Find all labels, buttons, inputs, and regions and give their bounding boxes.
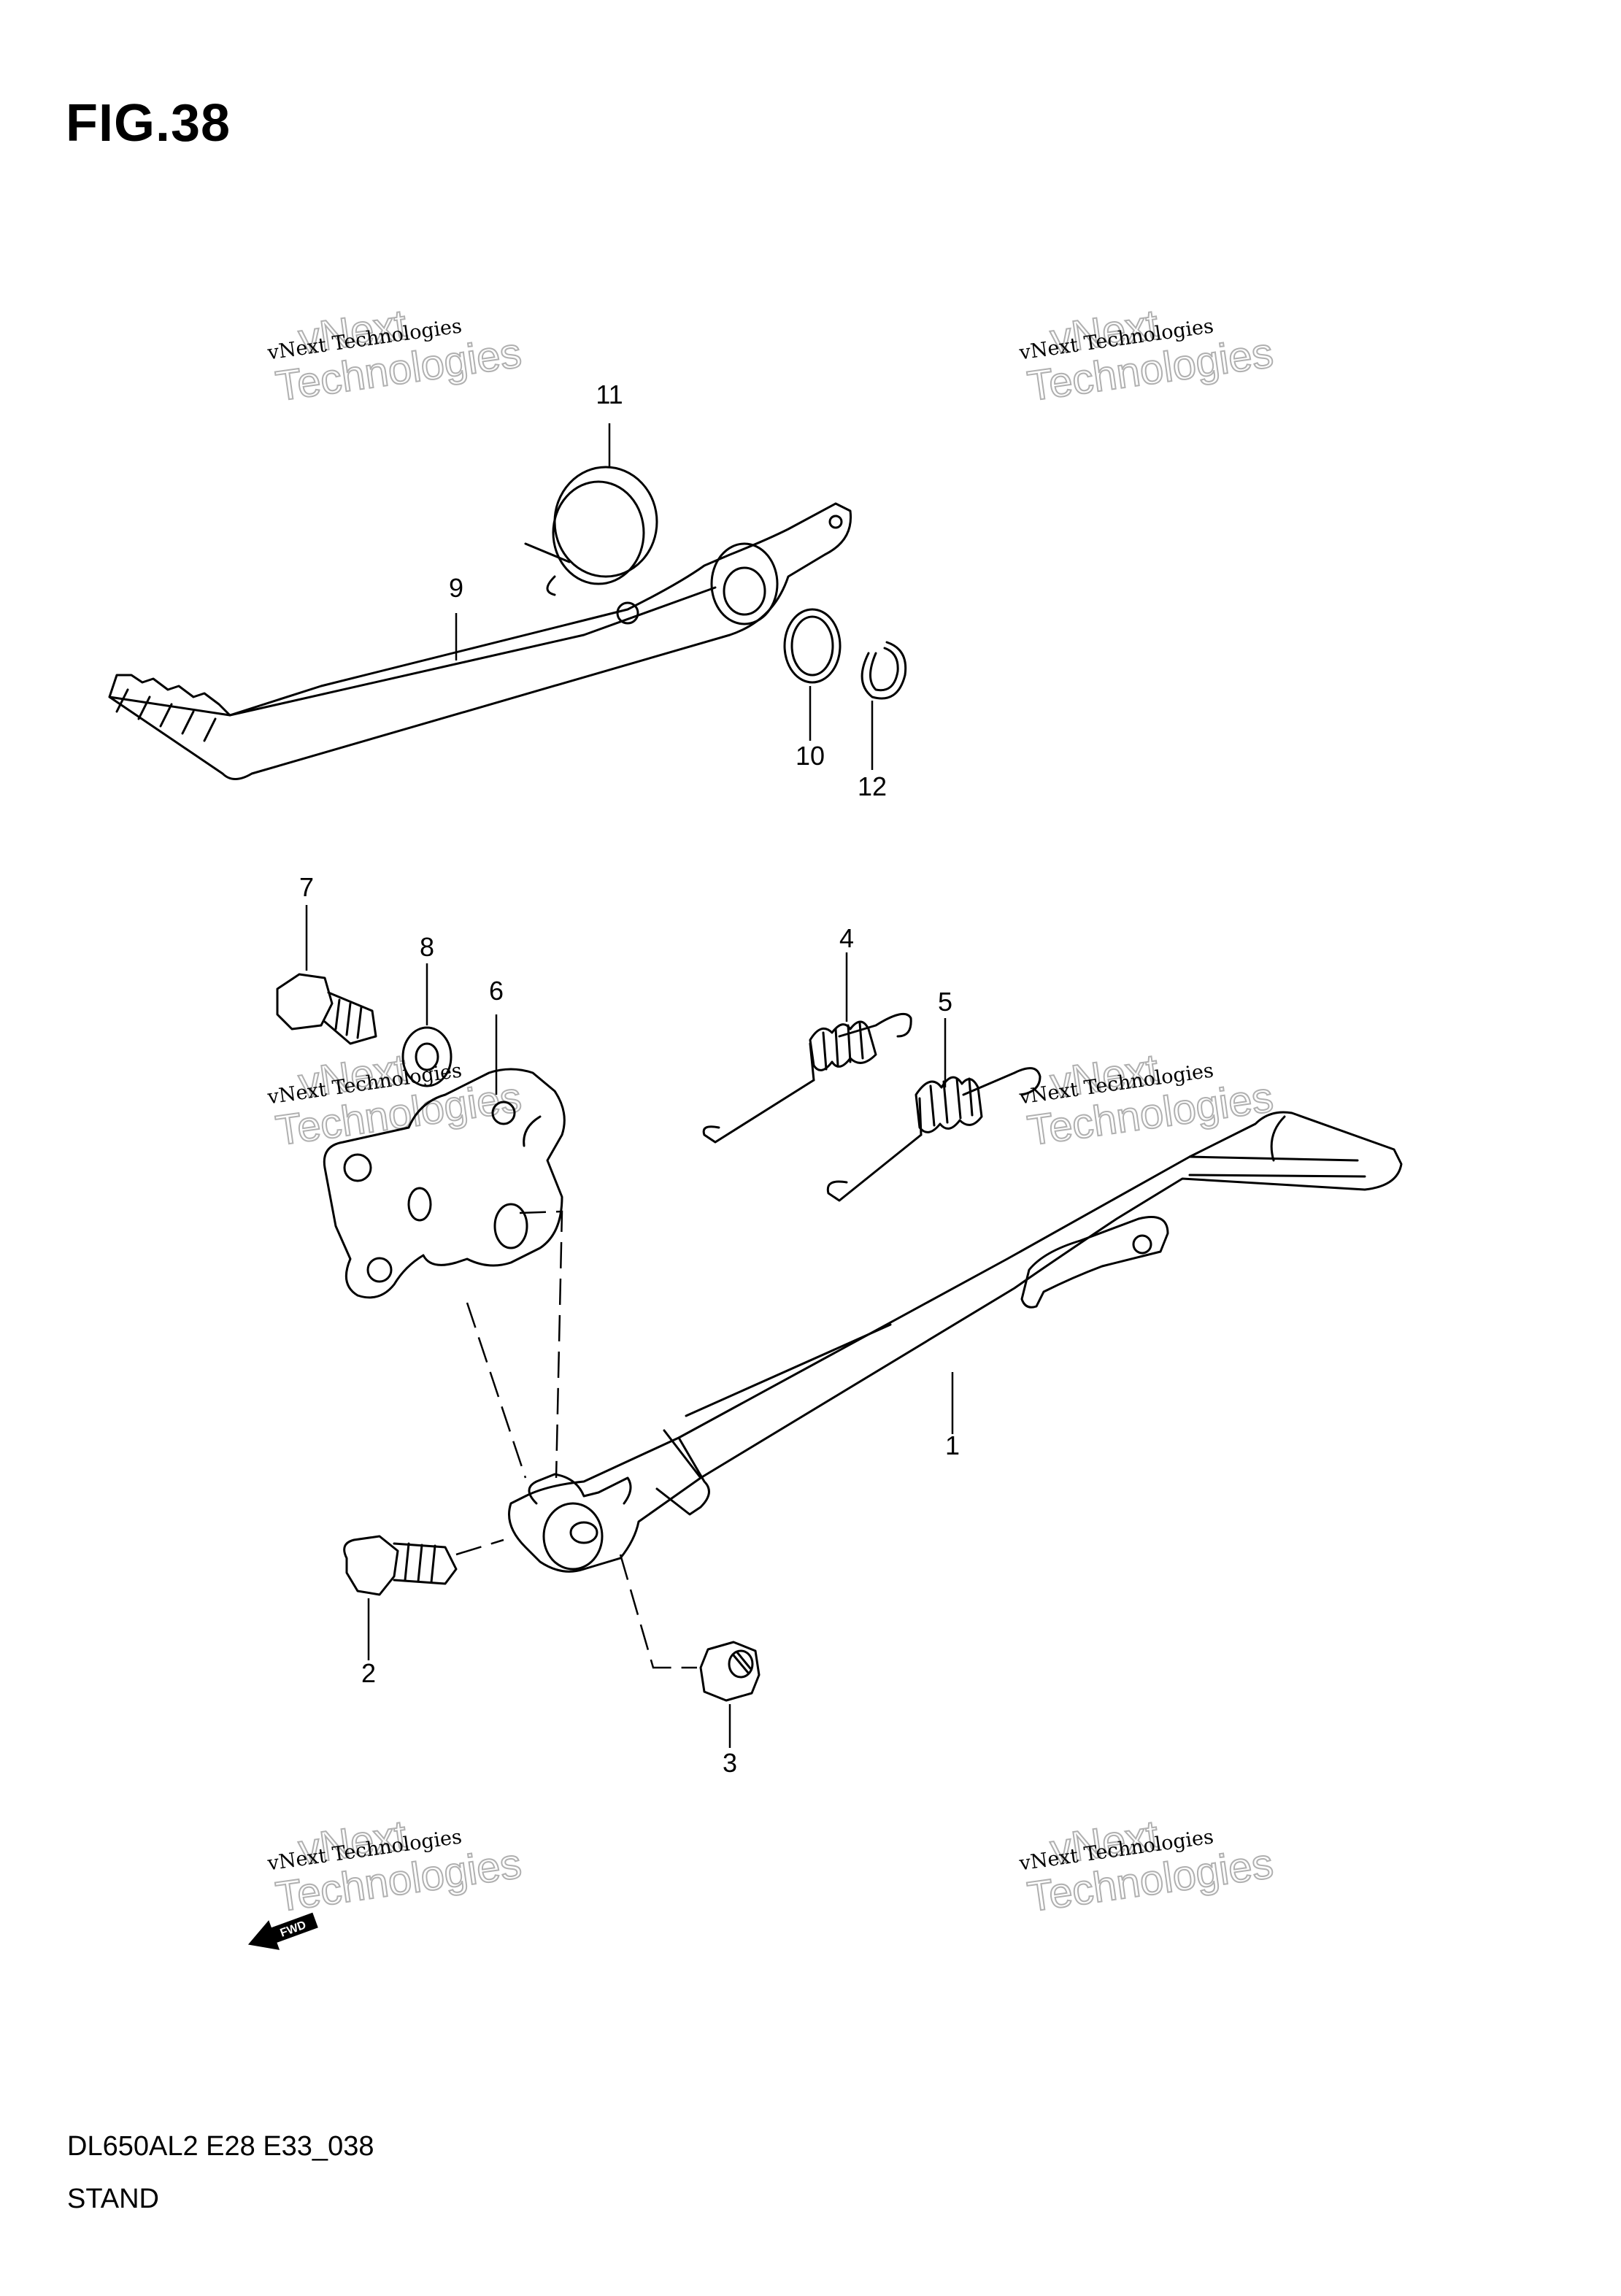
figure-name: STAND bbox=[67, 2184, 159, 2214]
part-10-washer bbox=[783, 608, 842, 684]
part-3-nut bbox=[699, 1641, 761, 1702]
part-4-spring bbox=[702, 1012, 912, 1144]
part-12-circlip bbox=[860, 641, 907, 700]
callout-9: 9 bbox=[449, 573, 463, 603]
callout-10: 10 bbox=[796, 741, 825, 771]
watermark: Technologies vNext vNext Technologies bbox=[266, 300, 525, 411]
watermark: Technologies vNext vNext Technologies bbox=[1017, 1811, 1277, 1922]
part-5-spring bbox=[826, 1067, 1041, 1202]
watermark: Technologies vNext vNext Technologies bbox=[1017, 1044, 1277, 1155]
figure-code: DL650AL2 E28 E33_038 bbox=[67, 2131, 374, 2162]
forward-arrow-icon: FWD bbox=[247, 1912, 318, 1950]
figure-title: FIG.38 bbox=[66, 94, 231, 153]
watermark: Technologies vNext vNext Technologies bbox=[1017, 300, 1277, 411]
callout-12: 12 bbox=[858, 771, 887, 801]
callout-5: 5 bbox=[938, 987, 952, 1017]
callout-6: 6 bbox=[489, 976, 504, 1006]
part-6-bracket bbox=[323, 1068, 566, 1299]
callout-8: 8 bbox=[420, 932, 434, 962]
part-1-side-stand bbox=[508, 1111, 1403, 1573]
watermark: Technologies vNext vNext Technologies bbox=[266, 1811, 525, 1922]
assembly-lines bbox=[455, 1210, 697, 1669]
callout-4: 4 bbox=[839, 923, 854, 953]
leader-lines bbox=[305, 423, 954, 1748]
callout-1: 1 bbox=[945, 1430, 960, 1460]
callout-7: 7 bbox=[299, 872, 314, 902]
part-2-pivot-bolt bbox=[343, 1535, 458, 1596]
callout-11: 11 bbox=[596, 380, 623, 409]
part-9-brake-pedal bbox=[108, 502, 852, 780]
part-11-spring bbox=[524, 466, 658, 596]
callout-3: 3 bbox=[723, 1748, 737, 1778]
part-8-washer bbox=[401, 1026, 453, 1087]
callouts: 11 9 10 12 7 8 6 4 5 1 2 3 bbox=[299, 380, 960, 1778]
watermark: Technologies vNext vNext Technologies bbox=[266, 1044, 525, 1155]
callout-2: 2 bbox=[361, 1658, 376, 1688]
part-7-bolt bbox=[276, 973, 377, 1045]
